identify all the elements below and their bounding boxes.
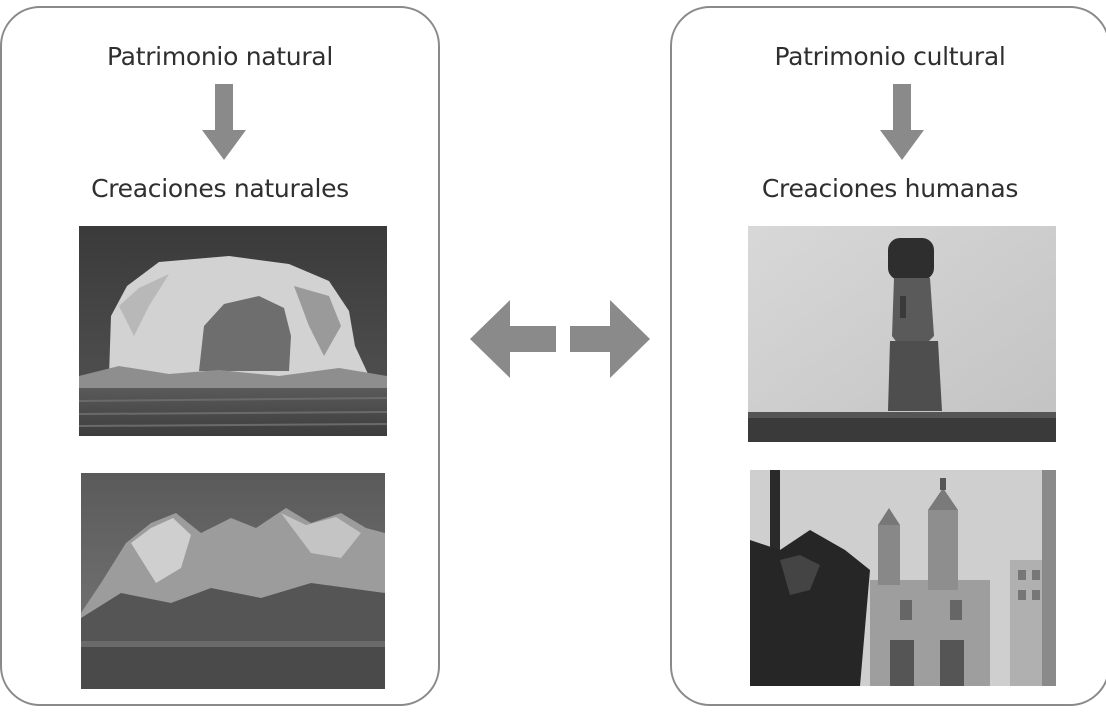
coastal-rock-arch-photo xyxy=(79,226,387,436)
cathedral-photo xyxy=(750,470,1056,686)
natural-heritage-title: Patrimonio natural xyxy=(107,42,333,71)
cultural-heritage-panel: Patrimonio cultural Creaciones humanas xyxy=(670,6,1106,706)
bidirectional-arrow-icon xyxy=(470,300,650,378)
down-arrow-icon xyxy=(880,84,924,160)
natural-heritage-panel: Patrimonio natural Creaciones naturales xyxy=(0,6,440,706)
moai-statue-photo xyxy=(748,226,1056,442)
mountain-peaks-photo xyxy=(81,473,385,689)
natural-creations-label: Creaciones naturales xyxy=(91,174,349,203)
human-creations-label: Creaciones humanas xyxy=(761,174,1019,203)
down-arrow-icon xyxy=(202,84,246,160)
cultural-heritage-title: Patrimonio cultural xyxy=(774,42,1006,71)
